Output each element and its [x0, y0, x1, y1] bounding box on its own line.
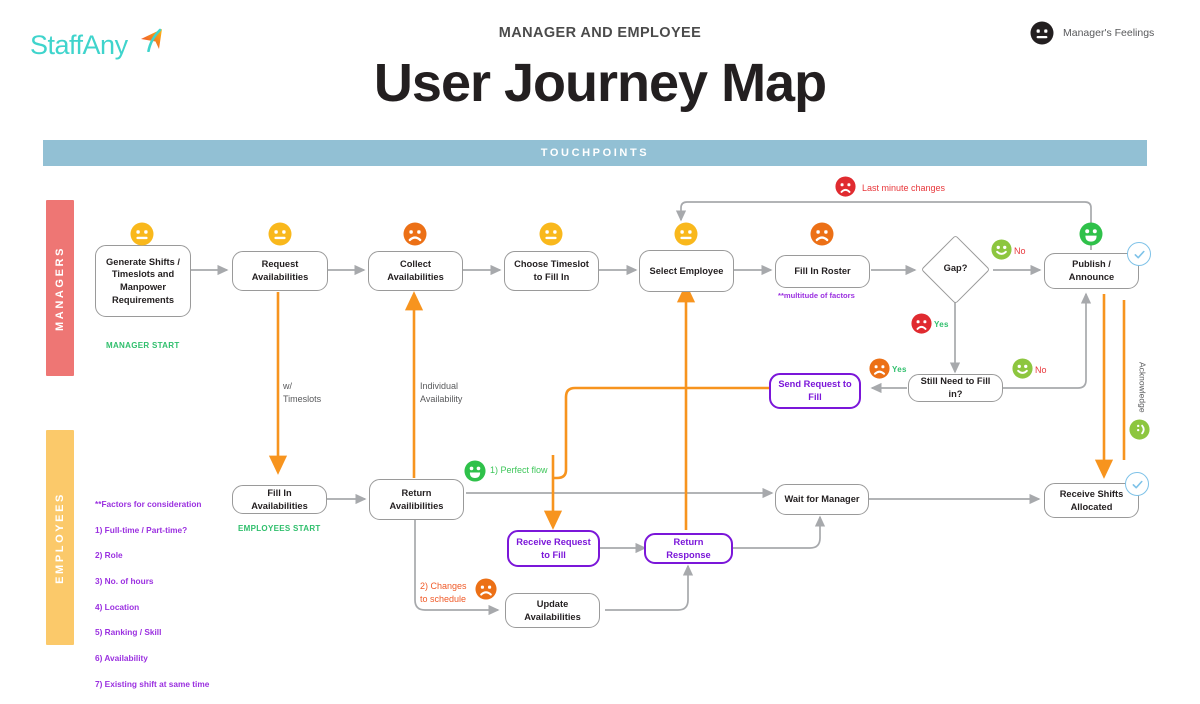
annotation-last-minute-changes: Last minute changes: [862, 183, 946, 193]
page-title: User Journey Map: [373, 53, 827, 113]
annotation-gap-no: No: [1014, 246, 1026, 256]
node-choose-timeslot[interactable]: Choose Timeslot to Fill In: [504, 251, 599, 291]
node-fill-in-availabilities[interactable]: Fill In Availabilities: [232, 485, 327, 514]
node-fill-in-roster[interactable]: Fill In Roster: [775, 255, 870, 288]
node-still-need-to-fill[interactable]: Still Need to Fill in?: [908, 374, 1003, 402]
mood-wink-green-icon: [1129, 419, 1150, 440]
mood-sad-red-icon: [835, 176, 856, 197]
check-badge-icon: [1127, 242, 1151, 266]
mood-neutral-yellow-icon: [539, 222, 563, 246]
subtitle-eyebrow: MANAGER AND EMPLOYEE: [498, 25, 702, 41]
node-send-request-to-fill[interactable]: Send Request to Fill: [769, 373, 861, 409]
mood-sad-orange-icon: [403, 222, 427, 246]
annotation-gap-yes: Yes: [934, 320, 949, 329]
factor-item: 5) Ranking / Skill: [95, 627, 162, 638]
journey-map-canvas: StaffAny MANAGER AND EMPLOYEE User Journ…: [30, 21, 1154, 689]
node-publish-announce[interactable]: Publish / Announce: [1044, 253, 1139, 289]
mood-sad-red-icon: [911, 313, 932, 334]
mood-sad-orange-icon: [475, 578, 497, 600]
node-generate-shifts[interactable]: Generate Shifts / Timeslots and Manpower…: [95, 245, 191, 317]
lane-bar-managers: MANAGERS: [46, 200, 74, 376]
mood-neutral-yellow-icon: [130, 222, 154, 246]
node-request-availabilities[interactable]: Request Availabilities: [232, 251, 328, 291]
annotation-with-timeslots: w/ Timeslots: [283, 381, 322, 405]
node-collect-availabilities[interactable]: Collect Availabilities: [368, 251, 463, 291]
annotation-acknowledge: Acknowledge: [1137, 362, 1148, 413]
mood-neutral-yellow-icon: [674, 222, 698, 246]
node-receive-shifts-allocated[interactable]: Receive Shifts Allocated: [1044, 483, 1139, 518]
factor-item: 6) Availability: [95, 653, 148, 664]
mood-sad-orange-icon: [869, 358, 890, 379]
lane-label-managers: MANAGERS: [54, 245, 66, 331]
factors-title: **Factors for consideration: [95, 498, 202, 509]
lane-bar-employees: EMPLOYEES: [46, 430, 74, 645]
lane-label-employees: EMPLOYEES: [54, 491, 66, 584]
node-return-availabilities[interactable]: Return Availibilities: [369, 479, 464, 520]
annotation-changes-to-schedule: 2) Changes to schedule: [420, 581, 467, 605]
node-update-availabilities[interactable]: Update Availabilities: [505, 593, 600, 628]
annotation-fill-no: No: [1035, 365, 1047, 375]
annotation-employees-start: EMPLOYEES START: [238, 524, 321, 533]
mood-happy-green-icon: [991, 239, 1012, 260]
node-return-response[interactable]: Return Response: [644, 533, 733, 564]
annotation-multitude-of-factors: **multitude of factors: [778, 291, 855, 300]
mood-neutral-yellow-icon: [268, 222, 292, 246]
mood-sad-orange-icon: [810, 222, 834, 246]
annotation-individual-availability: Individual Availability: [420, 381, 463, 405]
neutral-face-icon: [1030, 21, 1054, 45]
node-select-employee[interactable]: Select Employee: [639, 250, 734, 292]
factor-item: 4) Location: [95, 601, 140, 612]
touchpoints-banner: TOUCHPOINTS: [43, 140, 1147, 166]
mood-happy-green-bright-icon: [1079, 222, 1103, 246]
node-receive-request-to-fill[interactable]: Receive Request to Fill: [507, 530, 600, 567]
factor-item: 1) Full-time / Part-time?: [95, 524, 188, 535]
legend: Manager's Feelings: [1030, 21, 1154, 45]
legend-label: Manager's Feelings: [1063, 27, 1155, 39]
annotation-fill-yes: Yes: [892, 365, 907, 374]
arrow-swoosh-icon: [141, 28, 162, 52]
node-gap-decision-label: Gap?: [943, 263, 968, 273]
annotation-perfect-flow: 1) Perfect flow: [490, 465, 548, 475]
staffany-logo: StaffAny: [30, 22, 170, 68]
annotation-manager-start: MANAGER START: [106, 341, 180, 350]
mood-happy-green-bright-icon: [464, 460, 486, 482]
check-badge-icon: [1125, 472, 1149, 496]
logo-wordmark: StaffAny: [30, 30, 128, 60]
factor-item: 2) Role: [95, 550, 123, 561]
factor-item: 3) No. of hours: [95, 576, 154, 587]
mood-happy-green-icon: [1012, 358, 1033, 379]
factor-item: 7) Existing shift at same time: [95, 678, 210, 689]
factors-list: **Factors for consideration 1) Full-time…: [95, 485, 209, 704]
node-wait-for-manager[interactable]: Wait for Manager: [775, 484, 869, 515]
